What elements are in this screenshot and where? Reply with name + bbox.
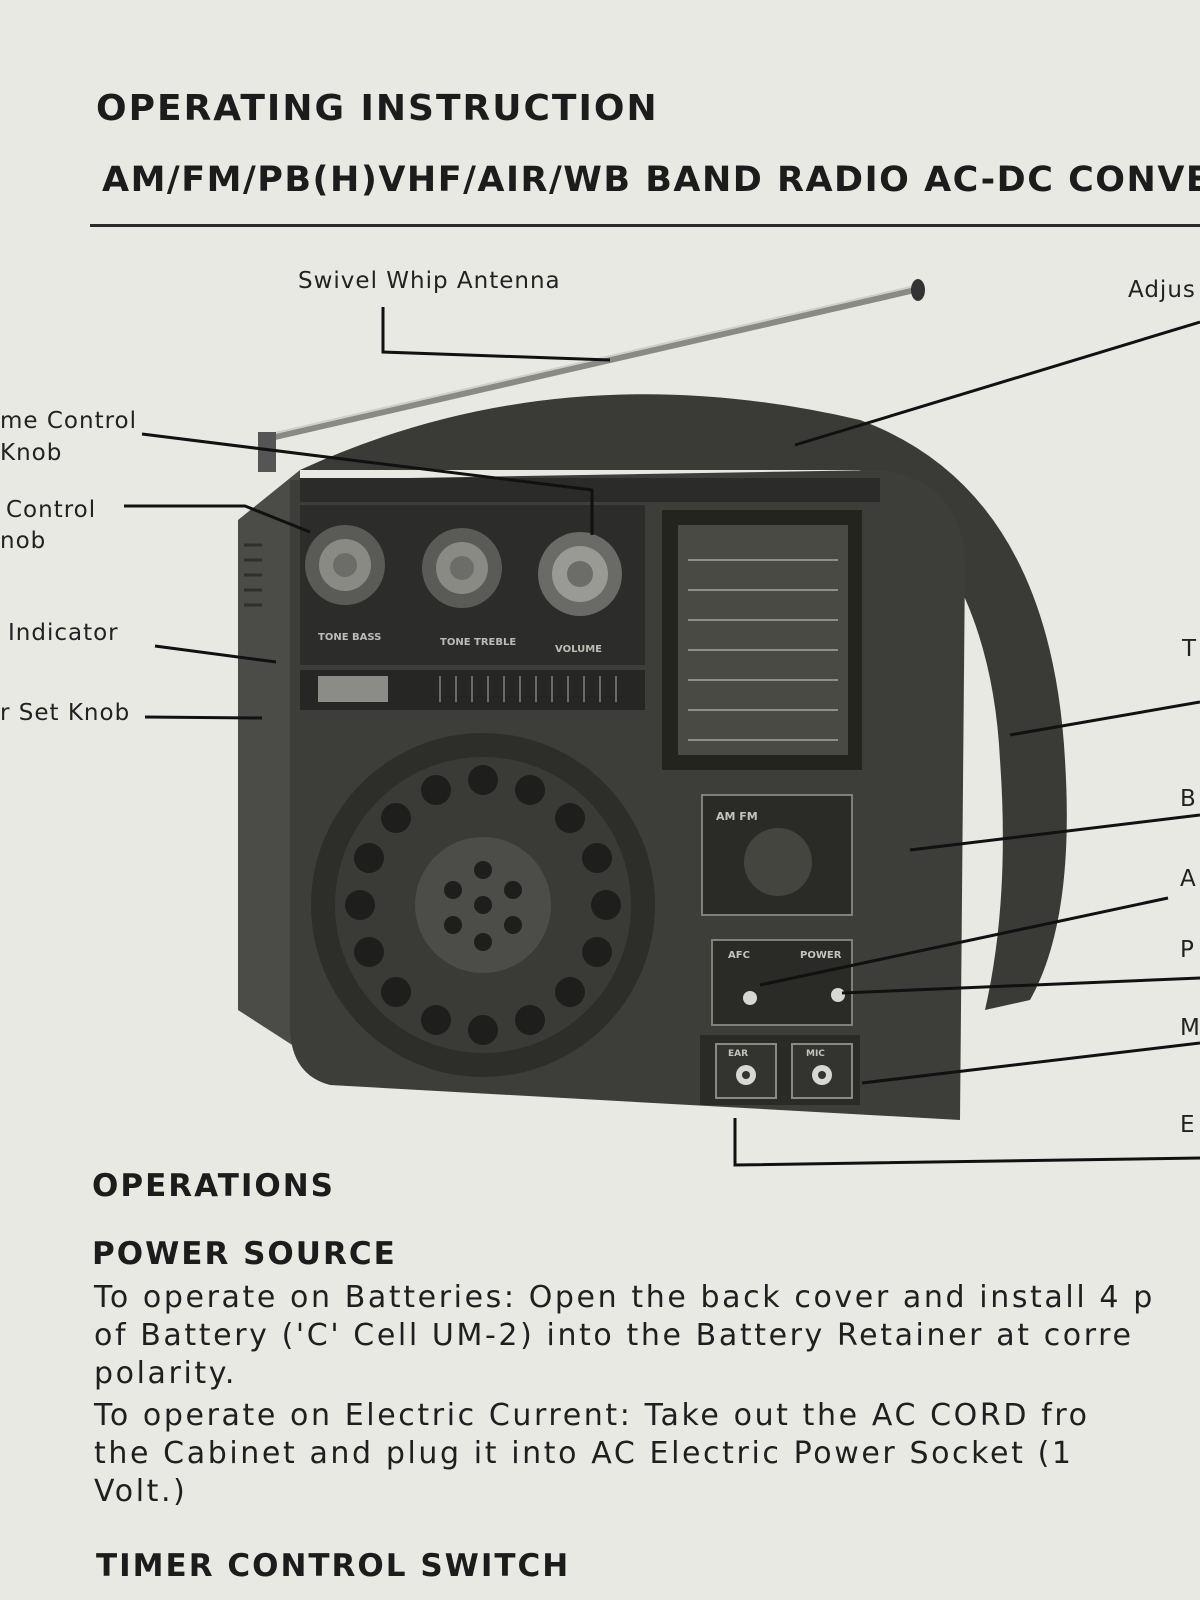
power-source-line-6: Volt.) — [94, 1474, 188, 1509]
page-subtitle: AM/FM/PB(H)VHF/AIR/WB BAND RADIO AC-DC C… — [102, 160, 1200, 200]
radio-illustration: TONE BASS TONE TREBLE VOLUME — [124, 279, 1200, 1167]
carry-strap — [300, 394, 1067, 1010]
power-label: POWER — [800, 950, 842, 961]
label-tone-control: Control — [6, 497, 97, 523]
label-tone-knob: nob — [0, 528, 47, 554]
speaker-grille — [311, 733, 655, 1077]
power-source-line-3: polarity. — [94, 1356, 237, 1391]
antenna-rod — [258, 279, 925, 472]
leader-lines — [124, 307, 1200, 1167]
tone-bass-knob — [305, 525, 385, 605]
label-right-t: T — [1182, 636, 1198, 662]
label-set-knob: r Set Knob — [0, 700, 131, 726]
operations-heading: OPERATIONS — [92, 1168, 336, 1204]
label-swivel-whip-antenna: Swivel Whip Antenna — [298, 268, 561, 294]
label-indicator: Indicator — [8, 620, 119, 646]
knob1-label: TONE BASS — [318, 632, 381, 643]
ear-label: EAR — [728, 1049, 748, 1059]
power-source-line-2: of Battery ('C' Cell UM-2) into the Batt… — [94, 1318, 1134, 1353]
label-right-e: E — [1180, 1112, 1196, 1138]
tone-treble-knob — [422, 528, 502, 608]
label-volume-control: me Control — [0, 408, 138, 434]
label-right-m: M — [1180, 1015, 1200, 1041]
power-source-line-1: To operate on Batteries: Open the back c… — [94, 1280, 1155, 1315]
band-label: AM FM — [716, 810, 758, 823]
volume-knob — [538, 532, 622, 616]
label-right-a: A — [1180, 866, 1197, 892]
power-source-line-5: the Cabinet and plug it into AC Electric… — [94, 1436, 1074, 1471]
label-right-p: P — [1180, 937, 1195, 963]
mic-label: MIC — [806, 1049, 825, 1059]
cabinet-side — [238, 470, 300, 1050]
switch-panel — [711, 939, 853, 1026]
label-right-b: B — [1180, 786, 1197, 812]
label-adjust: Adjus — [1128, 277, 1196, 303]
label-volume-knob: Knob — [0, 440, 63, 466]
power-source-line-4: To operate on Electric Current: Take out… — [94, 1398, 1090, 1433]
page-title: OPERATING INSTRUCTION — [96, 88, 659, 129]
knob2-label: TONE TREBLE — [440, 637, 516, 648]
knob3-label: VOLUME — [555, 644, 602, 655]
header-rule — [90, 224, 1200, 227]
afc-label: AFC — [728, 950, 750, 961]
timer-heading: TIMER CONTROL SWITCH — [96, 1548, 571, 1584]
power-source-heading: POWER SOURCE — [92, 1236, 397, 1272]
